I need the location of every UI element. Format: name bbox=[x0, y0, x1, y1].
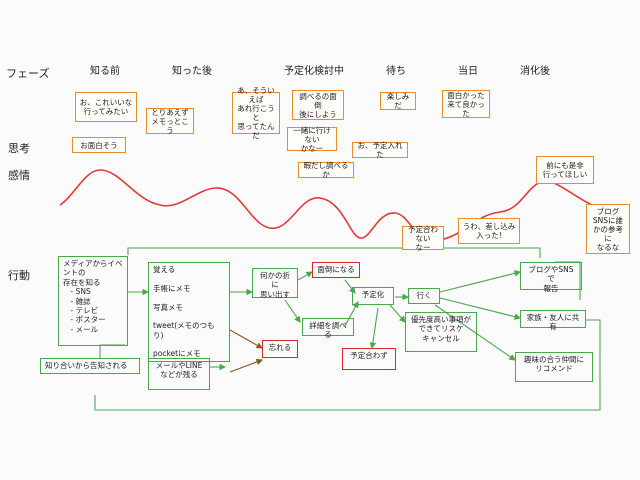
action-go: 行く bbox=[408, 288, 440, 304]
action-blog-report: ブログやSNSで 報告 bbox=[520, 262, 582, 293]
phase-waiting: 待ち bbox=[386, 66, 406, 77]
emotion-note: 予定合わない なー bbox=[402, 225, 444, 252]
action-informed-by-friend: 知り合いから告知される bbox=[40, 358, 140, 374]
action-media: メディアからイベントの 存在を知る - SNS - 雑誌 - テレビ - ポスタ… bbox=[58, 256, 128, 346]
phase-day-of: 当日 bbox=[458, 66, 478, 77]
row-label-phase: フェーズ bbox=[6, 67, 50, 80]
action-message-remains: メールやLINE などが残る bbox=[148, 358, 210, 390]
row-label-thought: 思考 bbox=[8, 142, 30, 155]
emotion-note: ブログ SNSに誰 かの参考に なるな bbox=[586, 204, 630, 254]
action-research: 詳細を調べる bbox=[302, 318, 354, 339]
action-recommend: 趣味の合う仲間に リコメンド bbox=[515, 352, 593, 382]
thought-note: 楽しみだ bbox=[380, 92, 416, 110]
thought-note: お、これいいな 行ってみたい bbox=[75, 92, 137, 122]
action-reschedule: 優先度高い事項が できてリスケ キャンセル bbox=[405, 312, 477, 352]
action-remember: 覚える 手帳にメモ 写真メモ tweet(メモのつもり) pocketにメモ bbox=[148, 262, 230, 362]
action-no-match: 予定合わず bbox=[342, 348, 396, 370]
emotion-curve bbox=[59, 169, 601, 242]
thought-note: とりあえず メモっとこう bbox=[146, 108, 194, 135]
action-share-family: 家族・友人に共有 bbox=[520, 310, 586, 331]
thought-note: 暇だし調べるか bbox=[298, 161, 354, 179]
thought-note: お、予定入れた bbox=[352, 141, 408, 159]
action-schedule: 予定化 bbox=[352, 287, 394, 305]
thought-note: 調べるの面倒 後にしよう bbox=[292, 90, 344, 120]
thought-note: お面白そう bbox=[72, 137, 126, 153]
thought-note: あ、そういえば あれ行こうと 思ってたんだ bbox=[232, 86, 280, 140]
phase-after-knowing: 知った後 bbox=[172, 66, 212, 77]
action-recall: 何かの折に 思い出す bbox=[252, 268, 298, 299]
phase-after-consumption: 消化後 bbox=[520, 66, 550, 77]
action-forget: 忘れる bbox=[262, 340, 298, 358]
phase-before-knowing: 知る前 bbox=[90, 66, 120, 77]
emotion-note: 前にも是非 行ってほしい bbox=[536, 156, 594, 184]
emotion-note: うわ、差し込み 入った! bbox=[458, 218, 520, 244]
thought-note: 面白かった 来て良かった bbox=[442, 90, 490, 118]
row-label-action: 行動 bbox=[8, 269, 30, 282]
action-bothersome: 面倒になる bbox=[312, 262, 360, 278]
row-label-emotion: 感情 bbox=[8, 169, 30, 182]
thought-note: 一緒に行けない かなー bbox=[287, 126, 337, 153]
phase-scheduling: 予定化検討中 bbox=[284, 66, 344, 77]
